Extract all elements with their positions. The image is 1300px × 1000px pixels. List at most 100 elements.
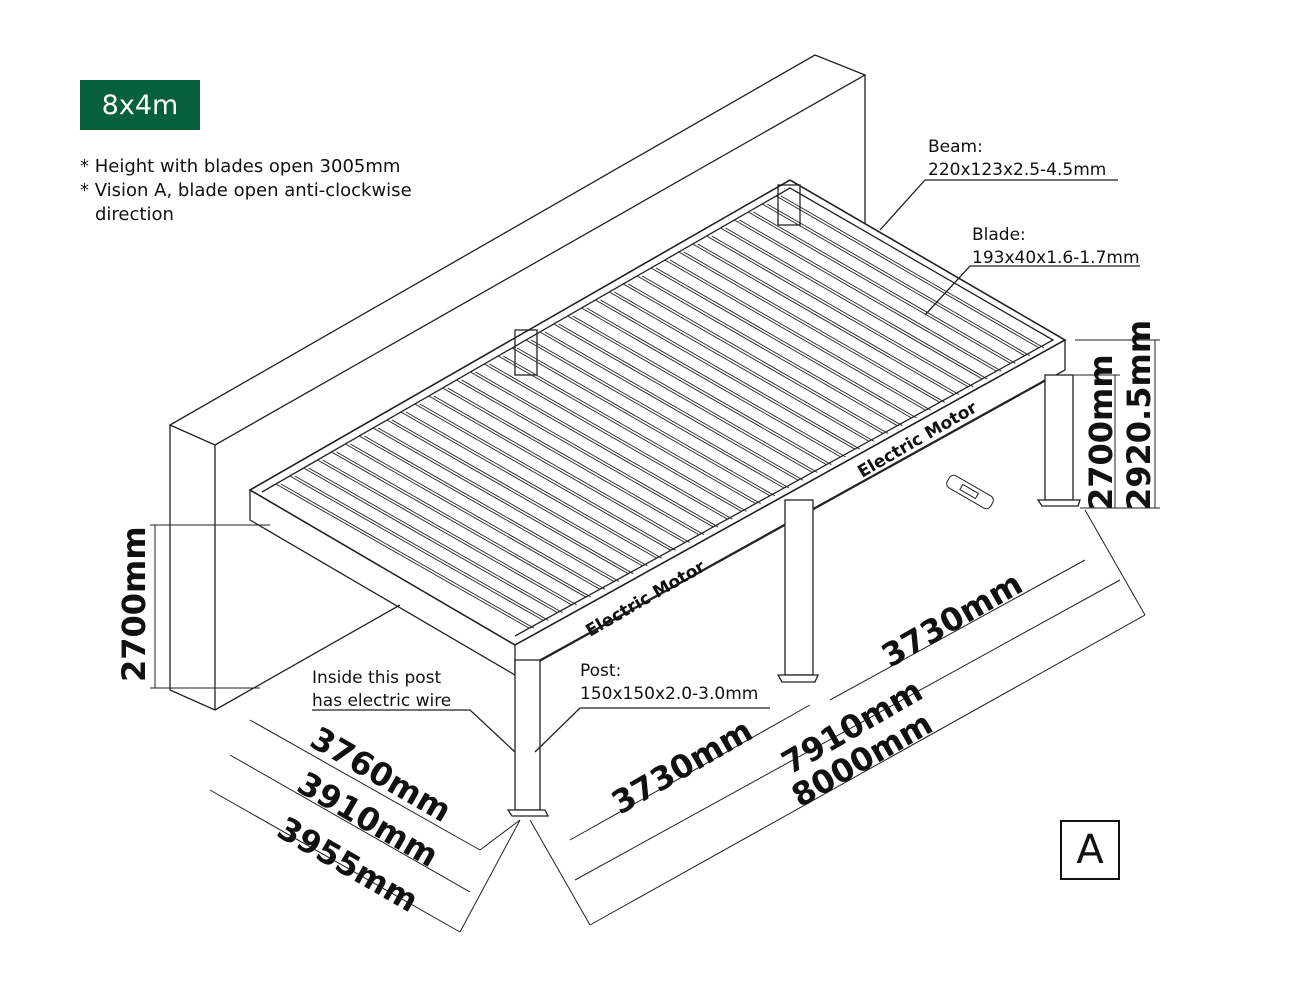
- blade-line: [766, 203, 1030, 356]
- blade-line: [331, 451, 587, 598]
- blade-line: [595, 299, 856, 450]
- blade-line: [428, 395, 686, 543]
- blade-line: [775, 195, 1040, 349]
- blade-line: [516, 347, 776, 497]
- blade-line: [280, 483, 535, 629]
- blade-line: [497, 355, 756, 504]
- blade-line: [345, 443, 601, 590]
- blade-line: [456, 379, 714, 528]
- blade-size: 193x40x1.6-1.7mm: [972, 248, 1140, 268]
- blade-line: [530, 339, 790, 489]
- wire-note-2: has electric wire: [312, 691, 451, 711]
- blade-line: [303, 467, 558, 614]
- beam-leader: [879, 179, 1118, 231]
- blade-line: [711, 235, 974, 388]
- blade-line: [609, 291, 870, 442]
- blade-line: [511, 347, 771, 497]
- blade-line: [739, 219, 1002, 372]
- blade-line: [628, 283, 889, 434]
- blade-line: [489, 363, 747, 512]
- post-right: [1036, 374, 1081, 507]
- blade-line: [581, 307, 841, 458]
- blade-line: [470, 371, 728, 520]
- blade-line: [720, 227, 983, 380]
- blade-line: [461, 379, 719, 528]
- blade-line: [558, 323, 818, 473]
- post-size: 150x150x2.0-3.0mm: [580, 684, 758, 704]
- blade-line: [636, 275, 898, 427]
- blade-line: [322, 459, 577, 606]
- beam-title: Beam:: [928, 137, 983, 157]
- blade-leader: [924, 265, 1140, 316]
- blade-line: [600, 299, 861, 450]
- blade-line: [433, 395, 691, 543]
- blade-line: [377, 427, 634, 575]
- dim-height-right: 2700mm: [1082, 354, 1120, 510]
- blade-line: [359, 435, 615, 582]
- blade-line: [391, 419, 648, 567]
- dim-span-back: 3730mm: [875, 564, 1029, 675]
- blade-line: [414, 403, 671, 551]
- blade-line: [308, 467, 563, 614]
- blade-line: [697, 243, 960, 395]
- blade-line: [386, 419, 643, 567]
- blade-line: [641, 275, 903, 427]
- dim-height-left: 2700mm: [115, 526, 153, 682]
- blade-line: [780, 195, 1045, 349]
- dimension-lines: [150, 339, 1160, 933]
- motor-housing: [514, 329, 538, 376]
- blade-line: [405, 411, 662, 559]
- blade-line: [372, 427, 629, 575]
- post-front-left: [506, 659, 550, 817]
- blade-line: [525, 339, 785, 489]
- blade-line: [419, 403, 676, 551]
- blade-line: [539, 331, 799, 481]
- blade-line: [586, 307, 846, 458]
- blade-line: [706, 235, 969, 388]
- blade-line: [725, 227, 988, 380]
- blade-line: [761, 203, 1025, 356]
- post-leader: [534, 707, 770, 753]
- wall: [168, 54, 867, 711]
- blade-line: [502, 355, 761, 504]
- blade-line: [753, 211, 1016, 364]
- blade-line: [475, 371, 733, 520]
- blade-line: [669, 259, 931, 411]
- note-vision: * Vision A, blade open anti-clockwise: [80, 180, 412, 201]
- size-badge: 8x4m: [80, 80, 200, 130]
- blade-line: [572, 315, 832, 466]
- dim-span-front: 3730mm: [605, 711, 759, 822]
- dim-height-total: 2920.5mm: [1120, 320, 1158, 510]
- blade-line: [655, 267, 917, 419]
- blade-line: [553, 323, 813, 473]
- blade-line: [664, 259, 926, 411]
- motor-housing-back: [777, 184, 801, 226]
- blade-line: [275, 483, 530, 629]
- roof-blades: [275, 195, 1045, 629]
- blade-line: [748, 211, 1011, 364]
- note-vision-cont: direction: [95, 204, 174, 225]
- notes: * Height with blades open 3005mm * Visio…: [80, 155, 412, 227]
- note-height: * Height with blades open 3005mm: [80, 156, 401, 177]
- blade-line: [289, 475, 544, 621]
- blade-line: [692, 243, 955, 395]
- blade-title: Blade:: [972, 225, 1026, 245]
- blade-line: [317, 459, 572, 606]
- blade-line: [442, 387, 700, 536]
- post-title: Post:: [580, 661, 621, 681]
- blade-line: [544, 331, 804, 481]
- blade-line: [650, 267, 912, 419]
- wire-note-1: Inside this post: [312, 668, 441, 688]
- beam-size: 220x123x2.5-4.5mm: [928, 160, 1106, 180]
- blade-line: [447, 387, 705, 536]
- blade-line: [336, 451, 592, 598]
- wire-leader: [312, 709, 516, 753]
- blade-line: [364, 435, 620, 582]
- blade-line: [400, 411, 657, 559]
- blade-line: [567, 315, 827, 466]
- blade-line: [734, 219, 997, 372]
- vision-label: A: [1060, 820, 1120, 880]
- blade-line: [614, 291, 875, 442]
- blade-line: [683, 251, 945, 403]
